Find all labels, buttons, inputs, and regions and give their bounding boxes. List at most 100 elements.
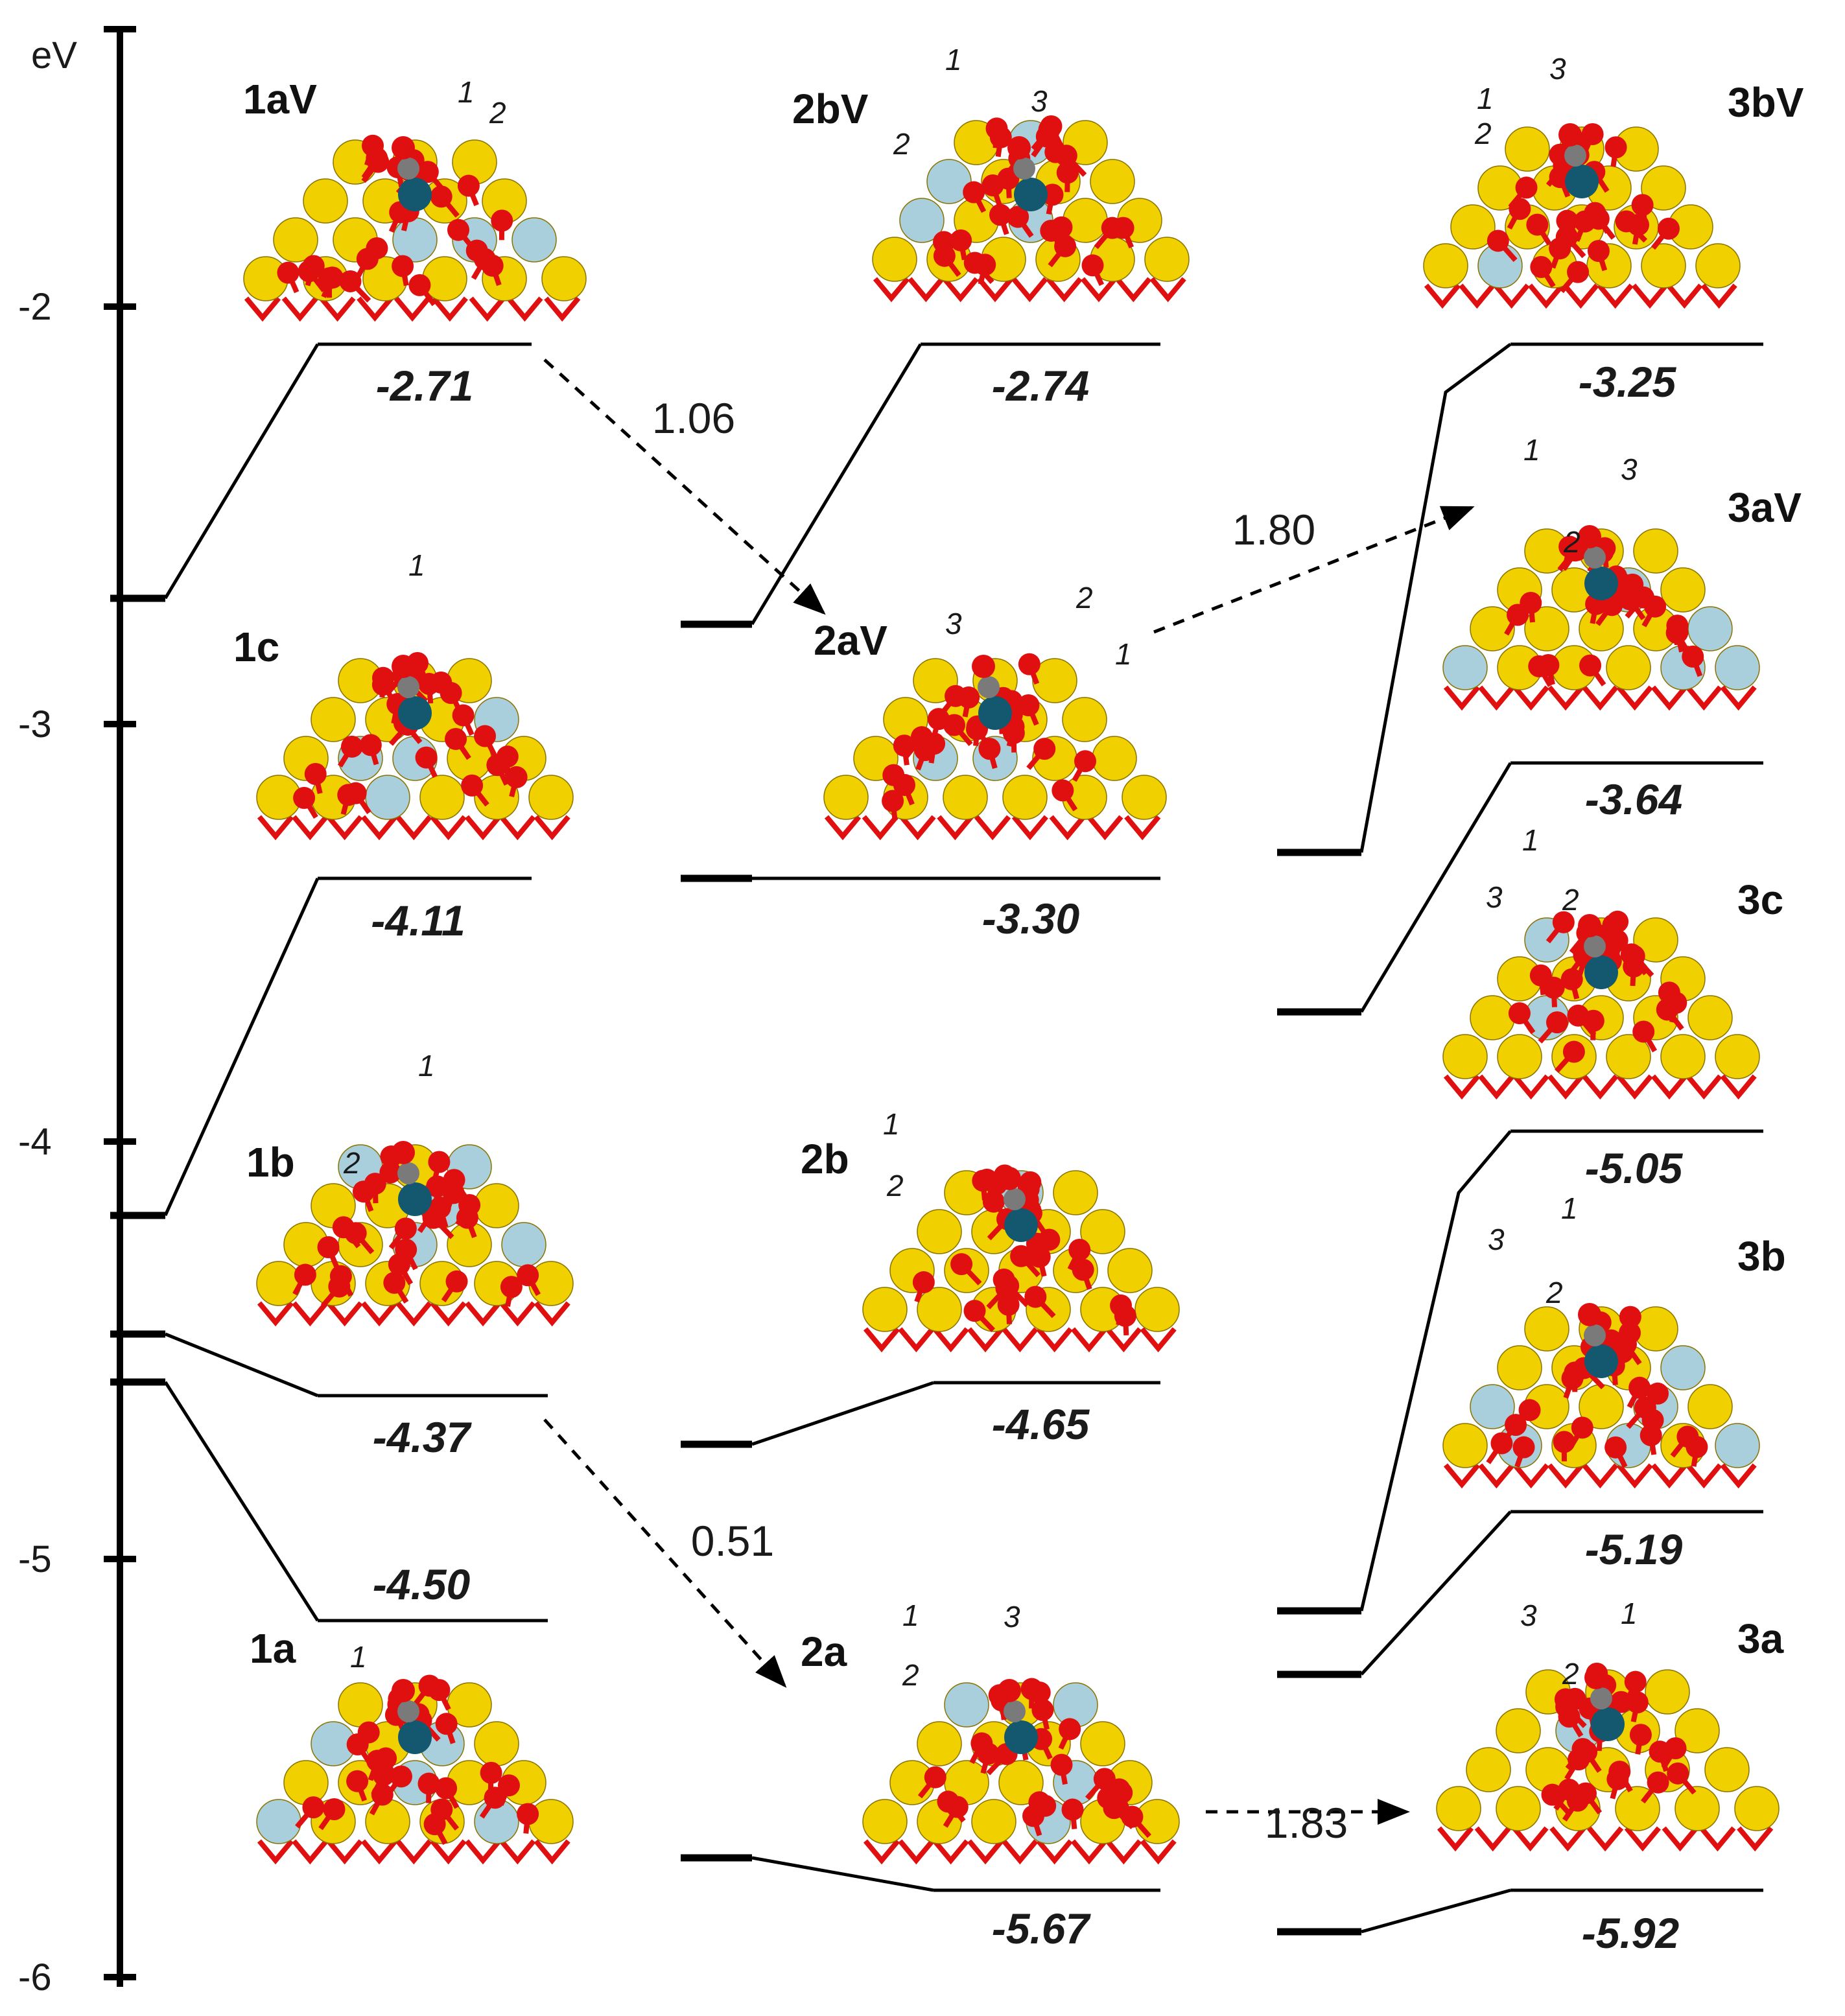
o-atom (989, 126, 1012, 148)
ce-atom (917, 1287, 962, 1332)
ce-atom (1675, 1708, 1720, 1753)
o-atom (1487, 229, 1509, 252)
zr-atom (899, 198, 945, 243)
bond (1547, 685, 1584, 711)
cluster-3bV (1413, 97, 1750, 311)
bond (1070, 1839, 1108, 1865)
ce-atom (256, 1261, 301, 1306)
atom-num: 1 (883, 1107, 900, 1141)
o-atom (1604, 1436, 1627, 1459)
bond (1582, 1463, 1619, 1489)
o-atom (430, 185, 452, 208)
zr-atom (1687, 606, 1733, 651)
ce-atom (1505, 126, 1550, 172)
o-atom (958, 686, 980, 709)
o-atom (1628, 1376, 1651, 1399)
c-atom (1590, 1687, 1612, 1709)
ce-atom (1134, 1287, 1180, 1332)
bond (1443, 1074, 1481, 1100)
bond (908, 277, 945, 303)
bond (469, 296, 506, 322)
bond (1493, 283, 1530, 309)
o-atom (943, 714, 965, 736)
o-atom (1033, 738, 1056, 760)
o-atom (474, 725, 497, 747)
o-atom (1626, 1691, 1649, 1714)
bond (1459, 283, 1496, 309)
ce-atom (1497, 1034, 1542, 1079)
bond (1720, 1463, 1757, 1489)
cluster-1aV (233, 110, 596, 324)
o-atom (989, 204, 1011, 226)
o-atom (1040, 219, 1063, 242)
o-atom (1639, 1424, 1662, 1447)
cluster-1b (246, 1115, 583, 1329)
o-atom (323, 1798, 346, 1821)
barrier-label-4: 1.83 (1265, 1799, 1348, 1847)
bond (1424, 283, 1461, 309)
o-atom (1059, 1718, 1081, 1741)
zr-atom (392, 217, 438, 263)
o-atom (417, 1772, 440, 1795)
o-atom (1490, 1432, 1513, 1455)
bond (544, 296, 581, 322)
connector-1aV (163, 343, 320, 600)
bond (1002, 1327, 1039, 1353)
ce-atom (1092, 736, 1137, 781)
bond (1651, 685, 1688, 711)
c-atom (978, 676, 1000, 698)
atom-numbers: 1 2 1 1 2 1 1 2 3 3 2 1 1 2 1 2 3 1 3 2 … (343, 43, 1638, 1692)
connector-1b (165, 1332, 318, 1398)
atom-num: 1 (1523, 433, 1540, 467)
barrier-label-3: 0.51 (691, 1517, 774, 1565)
o-atom (950, 1253, 973, 1276)
energy-label-2aV: -3.30 (982, 895, 1080, 943)
ce-atom (365, 1799, 410, 1844)
o-atom (317, 1236, 340, 1258)
bond (863, 1839, 900, 1865)
bond (394, 296, 431, 322)
cluster-2a (852, 1653, 1190, 1867)
o-atom (998, 1167, 1021, 1190)
o-atom (456, 1206, 478, 1229)
ce-atom (1633, 528, 1678, 574)
o-atom (1657, 217, 1680, 240)
o-atom (1555, 226, 1578, 248)
o-atom (294, 1263, 316, 1286)
o-atom (408, 274, 431, 296)
o-atom (1614, 1333, 1637, 1355)
ce-atom (1660, 1034, 1706, 1079)
zr-atom (365, 775, 410, 820)
o-atom (364, 1173, 386, 1195)
ce-atom (1704, 1747, 1750, 1792)
c-atom (1004, 1188, 1026, 1210)
ce-atom (1687, 1384, 1733, 1429)
o-atom (332, 1216, 355, 1239)
bond (898, 1327, 935, 1353)
ce-atom (283, 1760, 329, 1805)
o-atom (383, 1271, 406, 1294)
bond (863, 1327, 900, 1353)
o-atom (998, 1679, 1021, 1702)
connector-3b (1360, 1510, 1512, 1676)
o-atom (371, 1783, 394, 1806)
atom-num: 1 (408, 548, 425, 582)
energy-label-1b: -4.37 (373, 1413, 473, 1461)
bond (281, 296, 318, 322)
c-atom (397, 1700, 419, 1722)
bond (430, 815, 467, 841)
o-atom (497, 1774, 520, 1797)
structure-label-3aV: 3aV (1728, 484, 1802, 531)
ce-atom (1470, 995, 1515, 1040)
atom-num: 3 (1488, 1223, 1505, 1256)
bond (873, 277, 910, 303)
barrier-label-1: 1.06 (652, 394, 735, 442)
o-atom (394, 1217, 417, 1240)
connector-1a (163, 1381, 320, 1622)
o-atom (1666, 615, 1689, 637)
energy-label-2a: -5.67 (992, 1905, 1092, 1952)
bond (430, 1839, 467, 1865)
o-atom (970, 1732, 993, 1755)
bond (1011, 815, 1048, 841)
ce-atom (1122, 775, 1167, 820)
